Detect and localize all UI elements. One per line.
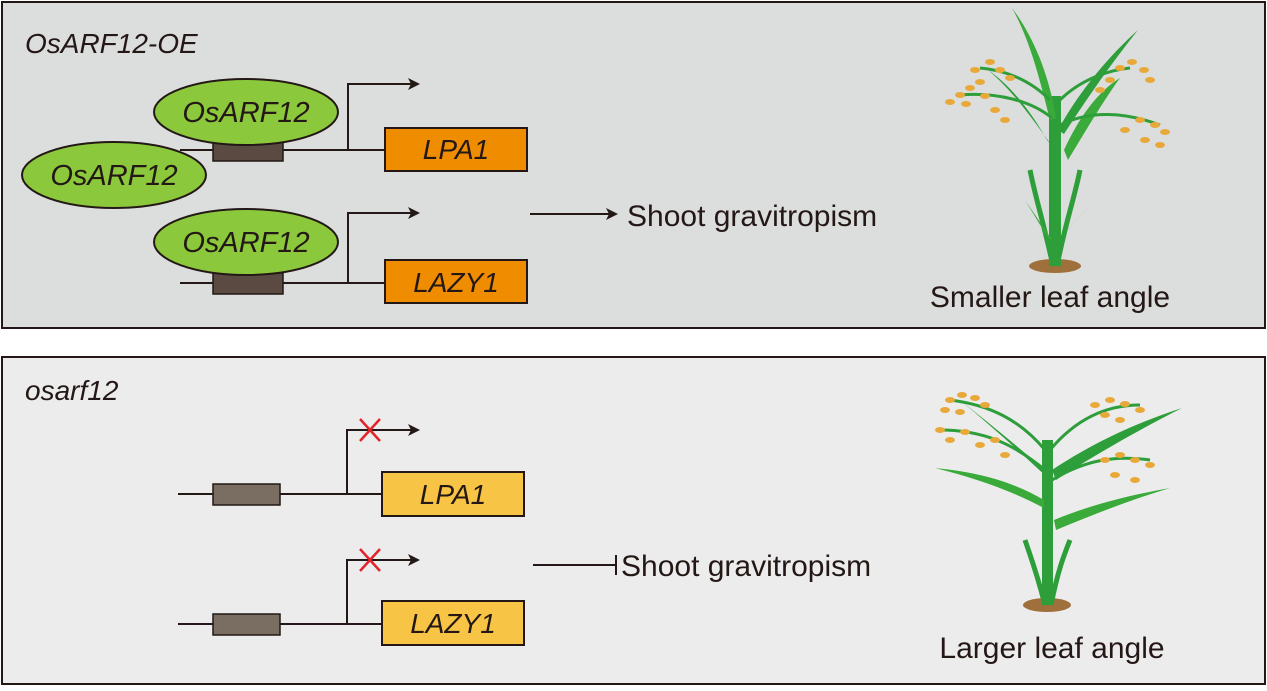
phenotype-label: Larger leaf angle <box>939 632 1164 665</box>
gene-box <box>384 259 528 304</box>
transcription-arrow <box>347 78 420 150</box>
protein-label: OsARF12 <box>182 97 309 129</box>
gene-box <box>381 471 525 517</box>
gene-module-lazy1: LAZY1 <box>178 548 525 646</box>
panel-overexpression: OsARF12-OE LPA1 LAZY1 OsARF12 OsARF12 <box>1 1 1266 329</box>
outcome-label: Shoot gravitropism <box>627 200 877 233</box>
panel-mutant: osarf12 LPA1 LAZY1 Shoot gravitrop <box>1 356 1266 685</box>
protein-osarf12-2: OsARF12 <box>21 141 207 209</box>
gene-box <box>381 600 525 646</box>
promoter-box <box>212 483 281 506</box>
rice-plant-upright <box>945 8 1170 273</box>
gene-label: LPA1 <box>420 479 486 510</box>
condition-label: OsARF12-OE <box>25 28 198 59</box>
protein-label: OsARF12 <box>182 227 309 259</box>
promoter-box <box>212 613 281 636</box>
protein-osarf12-3: OsARF12 <box>153 208 339 276</box>
block-cross-icon <box>359 548 381 572</box>
rice-grains <box>935 392 1155 483</box>
promoter-box <box>212 272 284 295</box>
gene-module-lpa1: LPA1 <box>180 78 528 172</box>
transcription-arrow <box>346 554 420 624</box>
condition-label: osarf12 <box>25 375 119 406</box>
protein-ellipse <box>153 78 339 146</box>
gene-module-lpa1: LPA1 <box>178 418 525 517</box>
gene-box <box>384 127 528 172</box>
outcome-label: Shoot gravitropism <box>621 550 871 583</box>
gene-label: LAZY1 <box>410 608 496 639</box>
block-cross-icon <box>359 418 381 442</box>
gene-module-lazy1: LAZY1 <box>180 207 528 304</box>
protein-osarf12-1: OsARF12 <box>153 78 339 146</box>
protein-ellipse <box>21 141 207 209</box>
protein-label: OsARF12 <box>50 160 177 192</box>
gene-label: LAZY1 <box>413 267 499 298</box>
rice-grains <box>945 59 1170 148</box>
protein-ellipse <box>153 208 339 276</box>
rice-plant-spreading <box>935 392 1182 612</box>
transcription-arrow <box>347 207 420 283</box>
transcription-arrow <box>346 424 420 494</box>
gene-label: LPA1 <box>423 134 489 165</box>
phenotype-label: Smaller leaf angle <box>930 281 1170 314</box>
